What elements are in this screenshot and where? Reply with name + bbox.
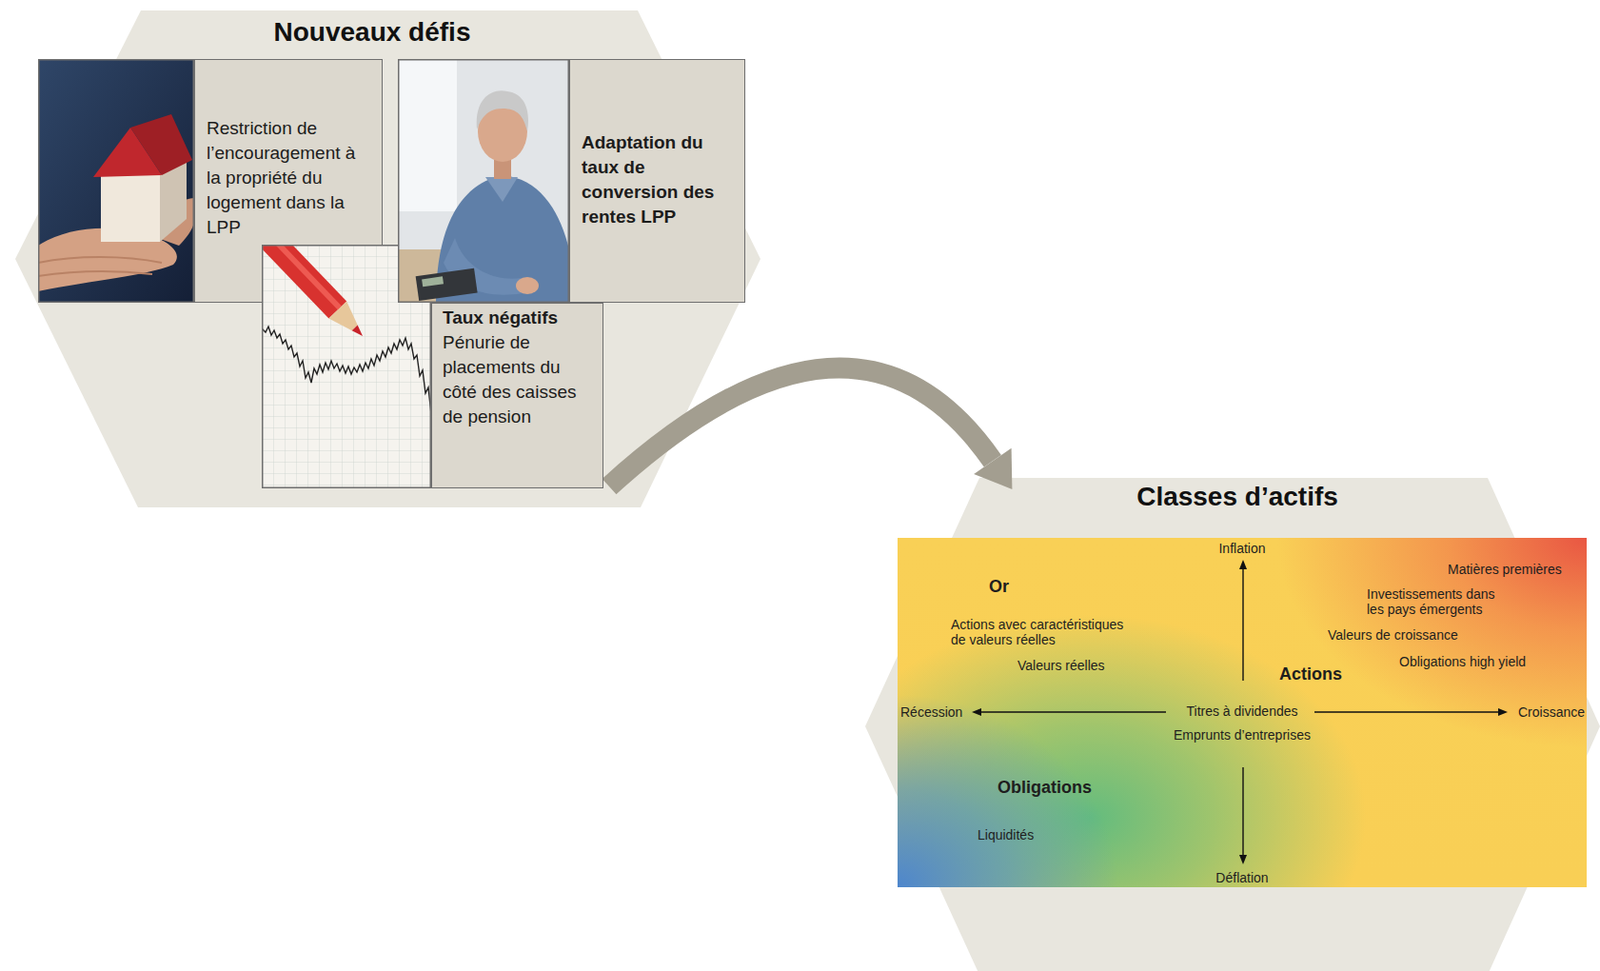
asset-label: Investissements dans les pays émergents xyxy=(1366,586,1512,617)
section-heading: Classes d’actifs xyxy=(1046,477,1428,514)
panel-heading: Taux négatifs xyxy=(442,305,593,331)
label-slot: Titres à dividendes xyxy=(1186,703,1299,719)
asset-class-chart: InflationOr Matières premièresInvestissem… xyxy=(897,537,1587,888)
label-slot: Valeurs réelles xyxy=(1017,657,1106,673)
asset-label: Récession xyxy=(900,704,963,720)
label-slot: Investissements dans les pays émergents xyxy=(1366,586,1512,617)
label-slot: Liquidités xyxy=(977,827,1034,843)
panel-text: Adaptation du taux de conversion des ren… xyxy=(581,130,734,230)
label-slot: Actions avec caractéristiques de valeurs… xyxy=(950,616,1138,648)
label-slot: Obligations high yield xyxy=(1399,653,1526,670)
asset-label: Liquidités xyxy=(977,827,1034,843)
challenge-panel: Taux négatifsPénurie de placements du cô… xyxy=(431,302,604,489)
challenge-panel: Adaptation du taux de conversion des ren… xyxy=(569,59,746,303)
label-slot: Récession xyxy=(900,704,963,720)
label-slot: Croissance xyxy=(1518,704,1585,720)
label-slot: Or xyxy=(988,576,1009,597)
label-slot: Obligations xyxy=(997,777,1092,798)
region-label: Or xyxy=(988,576,1009,597)
pensioner-photo xyxy=(397,59,570,303)
label-slot: Déflation xyxy=(1215,869,1268,886)
hexagon-fill xyxy=(865,477,1600,971)
label-slot: Valeurs de croissance xyxy=(1327,627,1459,643)
section-heading: Nouveaux défis xyxy=(181,10,563,49)
asset-label: Emprunts d’entreprises xyxy=(1173,727,1311,743)
house-photo xyxy=(38,59,195,303)
asset-label: Croissance xyxy=(1518,704,1585,720)
asset-label: Valeurs de croissance xyxy=(1327,627,1459,643)
asset-label: Matières premières xyxy=(1447,561,1562,577)
hexagon-fill xyxy=(15,10,761,508)
panel-text: Pénurie de placements du côté des caisse… xyxy=(442,330,593,430)
asset-label: Déflation xyxy=(1215,869,1268,886)
asset-label: Titres à dividendes xyxy=(1186,703,1299,719)
region-label: Obligations xyxy=(997,777,1092,798)
asset-label: Valeurs réelles xyxy=(1017,657,1106,673)
label-slot: Emprunts d’entreprises xyxy=(1173,727,1311,743)
asset-label: Inflation xyxy=(1218,540,1265,556)
label-slot: Matières premières xyxy=(1447,561,1562,577)
asset-label: Actions avec caractéristiques de valeurs… xyxy=(950,616,1138,648)
asset-label: Obligations high yield xyxy=(1399,653,1526,670)
panel-text: Restriction de l’encouragement à la prop… xyxy=(206,116,371,240)
label-slot: Actions xyxy=(1279,664,1343,685)
label-slot: Inflation xyxy=(1218,540,1265,556)
region-label: Actions xyxy=(1279,664,1343,685)
